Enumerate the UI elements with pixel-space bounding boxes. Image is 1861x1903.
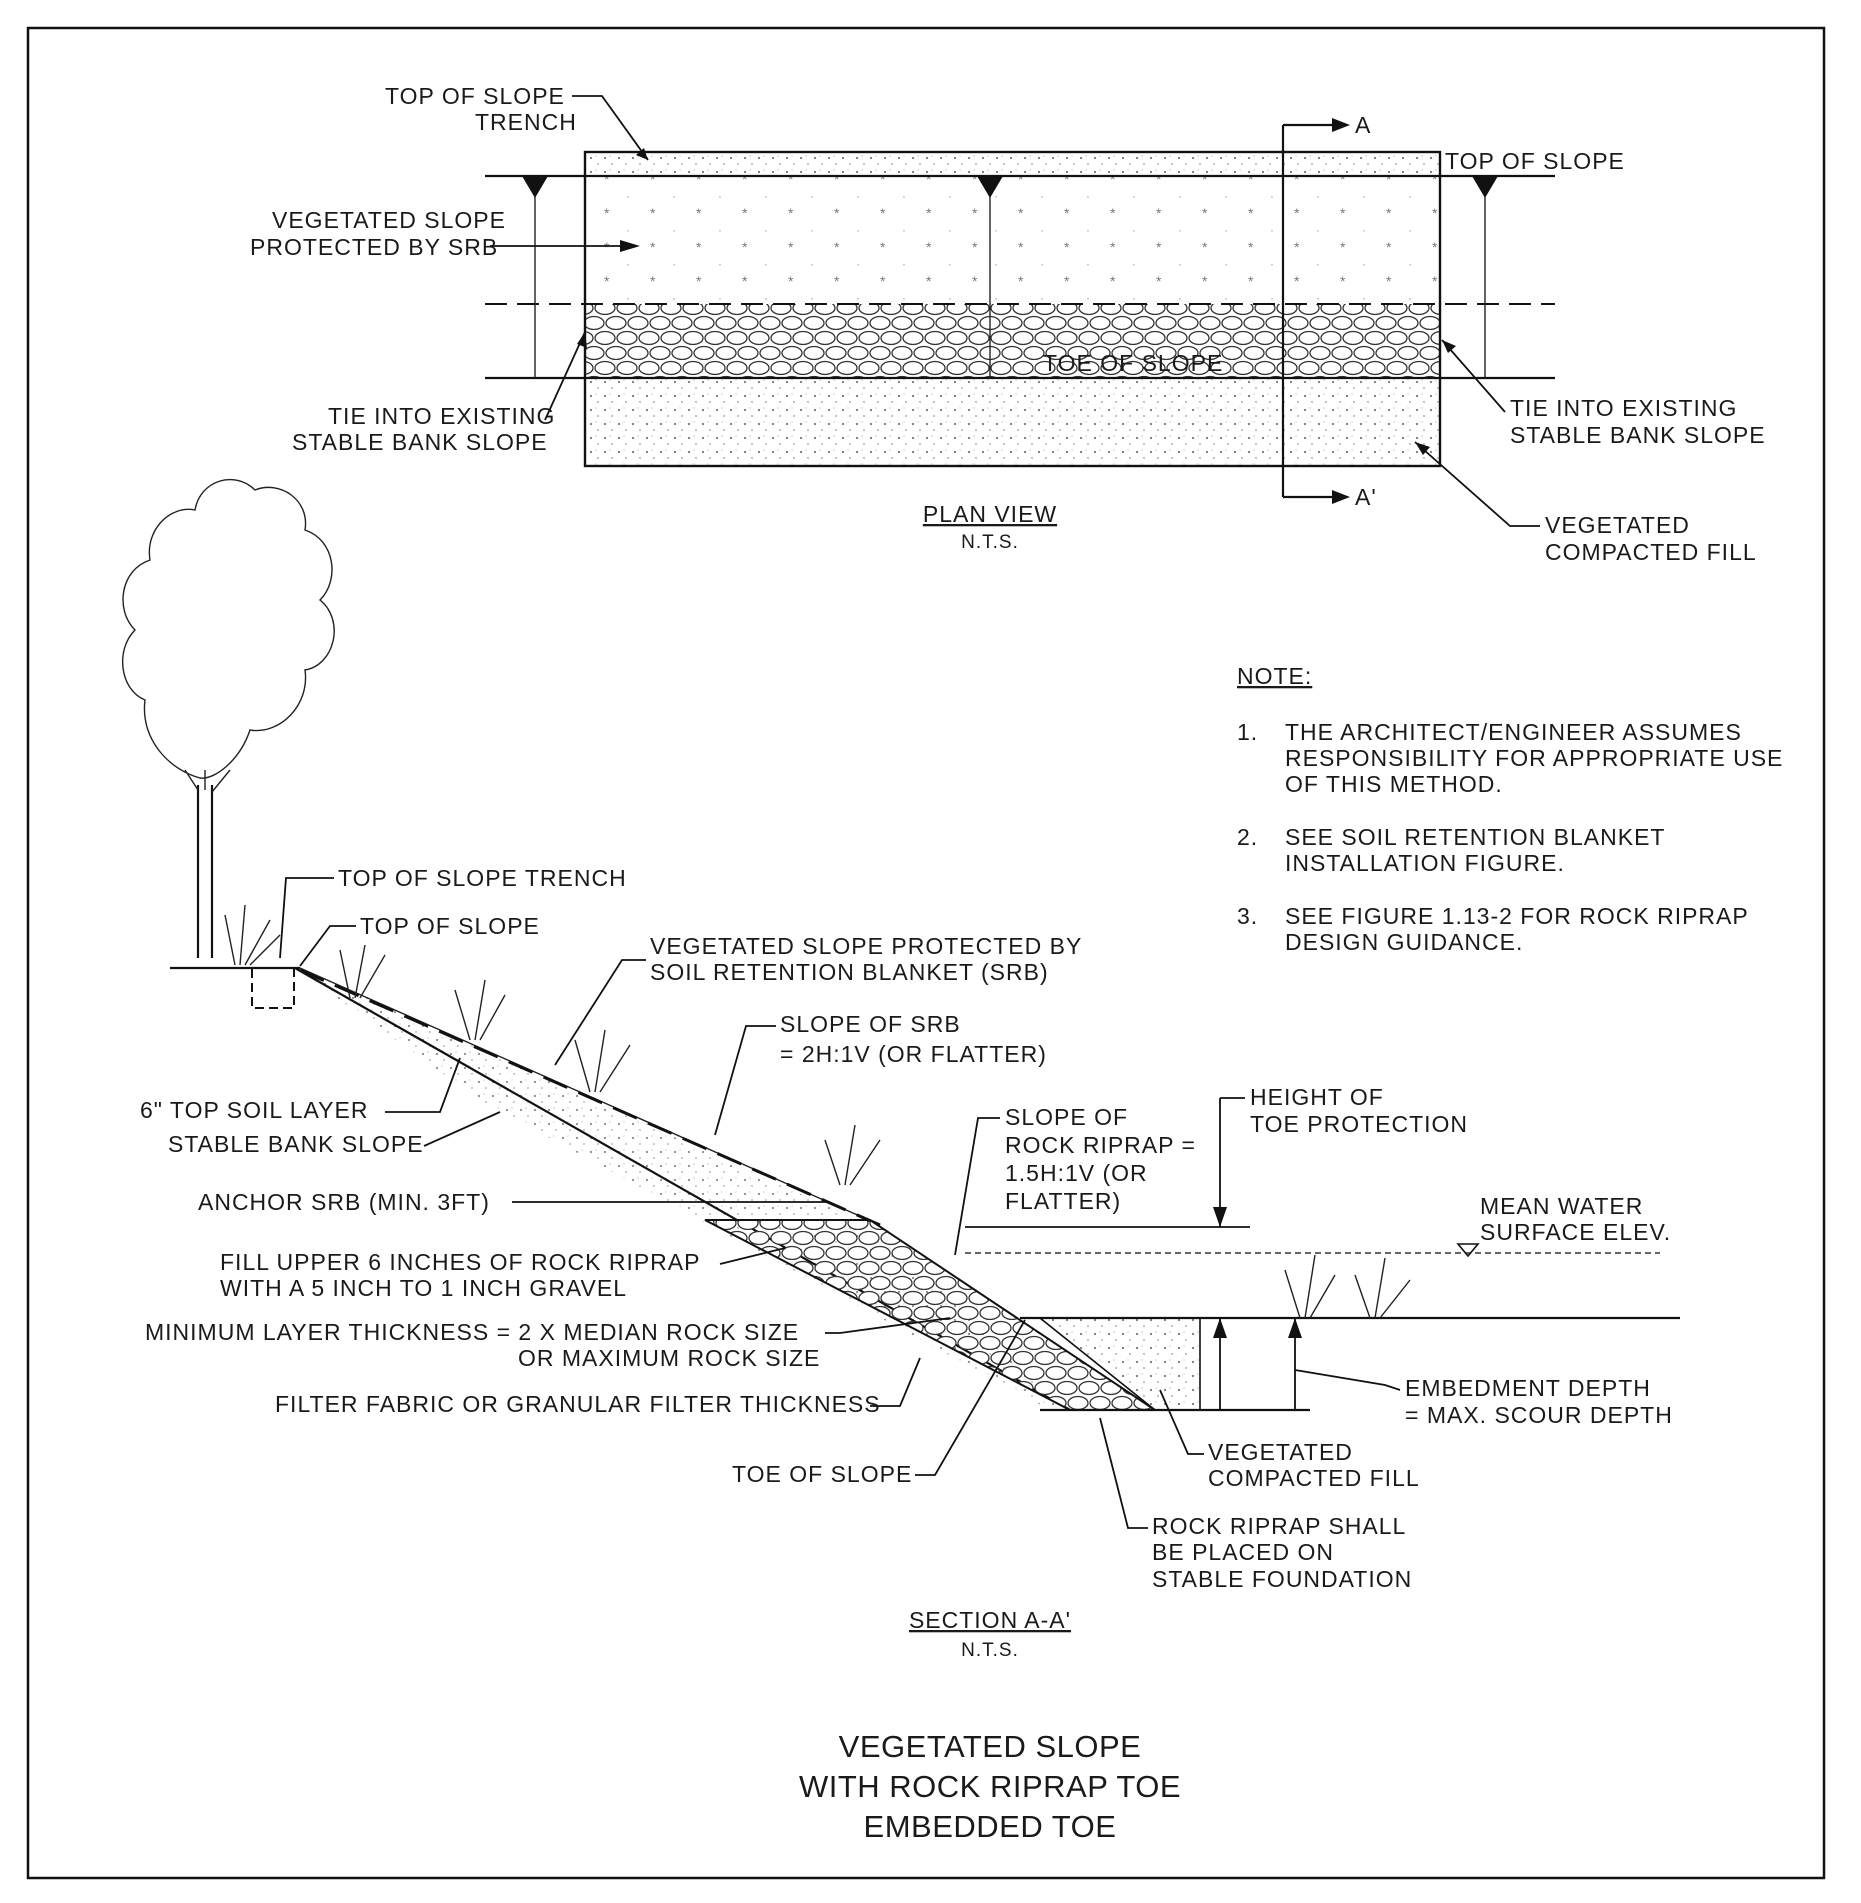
tree-icon [121,479,335,958]
sec-label-veg-fill-1: VEGETATED [1208,1439,1353,1465]
sec-label-riprap-found-1: ROCK RIPRAP SHALL [1152,1513,1406,1539]
sec-label-slope-riprap-1: SLOPE OF [1005,1104,1128,1130]
plan-label-tie-left-1: TIE INTO EXISTING [328,403,555,429]
sec-label-riprap-found-2: BE PLACED ON [1152,1539,1334,1565]
note-1-line-2: RESPONSIBILITY FOR APPROPRIATE USE [1285,745,1783,771]
section-scale: N.T.S. [961,1640,1019,1661]
plan-label-top-of-slope: TOP OF SLOPE [1445,148,1625,174]
sec-label-veg-srb-2: SOIL RETENTION BLANKET (SRB) [650,959,1049,985]
plan-label-veg-slope-1: VEGETATED SLOPE [272,207,506,233]
note-3-num: 3. [1237,903,1258,929]
notes-block: NOTE: 1. THE ARCHITECT/ENGINEER ASSUMES … [1237,663,1783,955]
sec-label-fill-upper-1: FILL UPPER 6 INCHES OF ROCK RIPRAP [220,1249,700,1275]
plan-label-tie-right-2: STABLE BANK SLOPE [1510,422,1766,448]
sec-label-min-layer-1: MINIMUM LAYER THICKNESS = 2 X MEDIAN ROC… [145,1319,799,1345]
section-srb-dashed [299,968,881,1227]
plan-slope-direction-markers [522,176,1498,378]
note-1-num: 1. [1237,719,1258,745]
sec-label-slope-srb-2: = 2H:1V (OR FLATTER) [780,1041,1047,1067]
plan-label-tie-right-1: TIE INTO EXISTING [1510,395,1737,421]
sheet-border [26,26,1826,1880]
note-3-line-2: DESIGN GUIDANCE. [1285,929,1523,955]
note-2-line-2: INSTALLATION FIGURE. [1285,850,1565,876]
sec-label-veg-fill-2: COMPACTED FILL [1208,1465,1420,1491]
leader-top-trench [572,95,649,161]
sec-label-height-toe-1: HEIGHT OF [1250,1084,1384,1110]
plan-view: A A' TOP OF SLOPE TRENCH VEGETATED SLOPE… [250,83,1766,565]
sec-label-anchor: ANCHOR SRB (MIN. 3FT) [198,1189,490,1215]
sec-label-fill-upper-2: WITH A 5 INCH TO 1 INCH GRAVEL [220,1275,627,1301]
sec-label-mean-water-1: MEAN WATER [1480,1193,1643,1219]
plan-label-veg-fill-1: VEGETATED [1545,512,1690,538]
water-surface-symbol [1456,1243,1480,1258]
sec-label-top-trench: TOP OF SLOPE TRENCH [338,865,627,891]
plan-label-toe-of-slope: TOE OF SLOPE [1043,350,1223,376]
plan-outline [583,150,1442,468]
section-top-trench [251,967,295,1009]
sec-label-slope-riprap-2: ROCK RIPRAP = [1005,1132,1196,1158]
figure-title-line-3: EMBEDDED TOE [864,1809,1117,1844]
sec-label-veg-srb-1: VEGETATED SLOPE PROTECTED BY [650,933,1082,959]
leader-tie-right [1441,339,1506,413]
sec-label-filter: FILTER FABRIC OR GRANULAR FILTER THICKNE… [275,1391,881,1417]
leader-tie-left [544,331,586,421]
plan-label-veg-fill-2: COMPACTED FILL [1545,539,1757,565]
plan-label-veg-slope-2: PROTECTED BY SRB [250,234,498,260]
plan-compacted-fill-band [584,377,1441,467]
sec-label-toe: TOE OF SLOPE [732,1461,912,1487]
note-3-line-1: SEE FIGURE 1.13-2 FOR ROCK RIPRAP [1285,903,1749,929]
section-view: TOP OF SLOPE TRENCH TOP OF SLOPE VEGETAT… [121,479,1680,1661]
plan-riprap-band [585,304,1440,378]
plan-vegetated-slope-area [585,176,1440,304]
plan-view-title: PLAN VIEW [923,501,1057,527]
section-mark-a-prime: A' [1355,484,1377,510]
grass-icon [224,904,1411,1319]
notes-heading: NOTE: [1237,663,1312,689]
sec-label-stable-bank: STABLE BANK SLOPE [168,1131,424,1157]
note-1-line-3: OF THIS METHOD. [1285,771,1503,797]
plan-section-cut-line [1281,118,1350,504]
sec-label-mean-water-2: SURFACE ELEV. [1480,1219,1671,1245]
sec-label-height-toe-2: TOE PROTECTION [1250,1111,1468,1137]
plan-label-top-trench-1: TOP OF SLOPE [385,83,565,109]
sec-label-embed-1: EMBEDMENT DEPTH [1405,1375,1651,1401]
plan-view-scale: N.T.S. [961,532,1019,553]
sec-label-slope-srb-1: SLOPE OF SRB [780,1011,961,1037]
figure-title-block: VEGETATED SLOPE WITH ROCK RIPRAP TOE EMB… [799,1729,1181,1844]
dimension-height-toe [965,1097,1250,1228]
sec-label-slope-riprap-4: FLATTER) [1005,1188,1121,1214]
plan-top-trench-band [584,151,1441,177]
section-title: SECTION A-A' [909,1607,1071,1633]
sec-label-min-layer-2: OR MAXIMUM ROCK SIZE [518,1345,820,1371]
dimension-embedment [1213,1318,1401,1410]
note-1-line-1: THE ARCHITECT/ENGINEER ASSUMES [1285,719,1742,745]
section-mark-a: A [1355,112,1371,138]
sec-label-riprap-found-3: STABLE FOUNDATION [1152,1566,1412,1592]
figure-title-line-2: WITH ROCK RIPRAP TOE [799,1769,1181,1804]
note-2-num: 2. [1237,824,1258,850]
sec-label-slope-riprap-3: 1.5H:1V (OR [1005,1160,1148,1186]
figure-title-line-1: VEGETATED SLOPE [839,1729,1142,1764]
note-2-line-1: SEE SOIL RETENTION BLANKET [1285,824,1665,850]
leader-veg-fill [1414,441,1540,527]
sec-label-embed-2: = MAX. SCOUR DEPTH [1405,1402,1673,1428]
sec-label-top-of-slope: TOP OF SLOPE [360,913,540,939]
plan-label-tie-left-2: STABLE BANK SLOPE [292,429,548,455]
section-rock-riprap [704,1219,1159,1411]
sec-label-top-soil: 6" TOP SOIL LAYER [140,1097,368,1123]
plan-label-top-trench-2: TRENCH [475,109,577,135]
